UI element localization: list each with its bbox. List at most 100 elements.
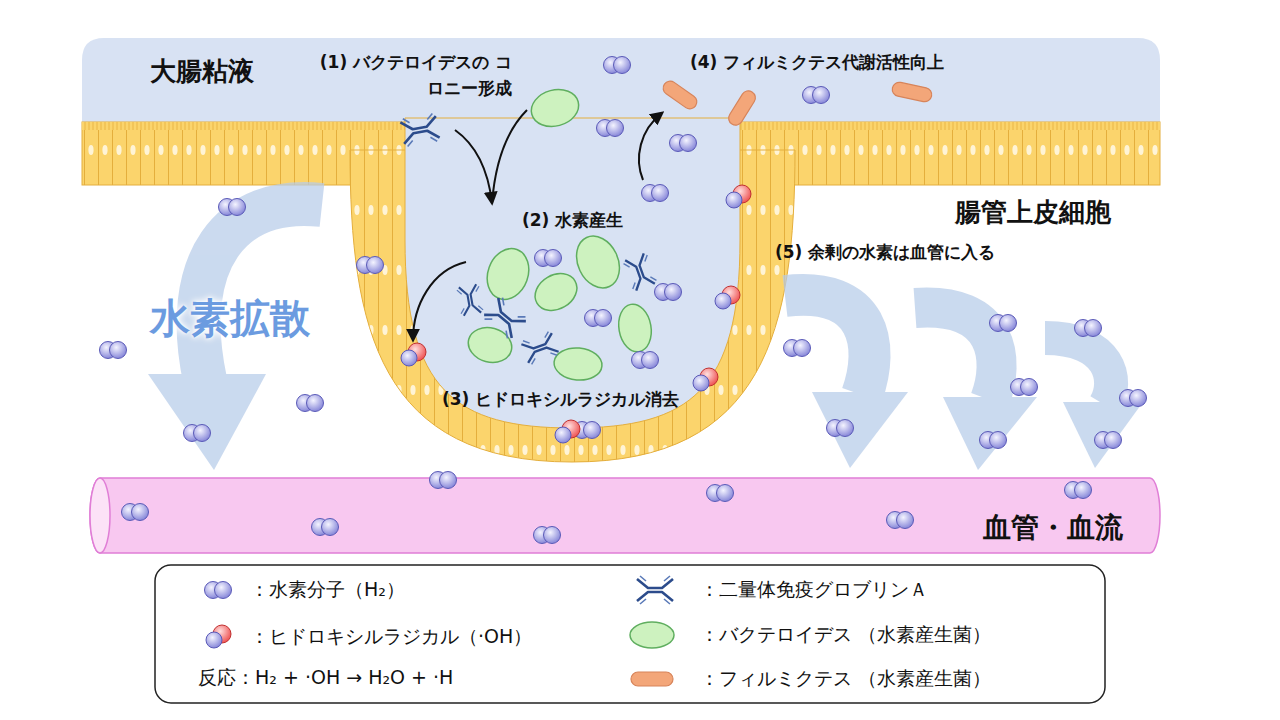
atom xyxy=(652,185,669,202)
hydroxyl-radical xyxy=(715,286,740,309)
atom xyxy=(813,87,830,104)
atom xyxy=(665,284,682,301)
callout-text: (3) ヒドロキシルラジカル消去 xyxy=(442,387,679,413)
hydrogen-molecule xyxy=(632,352,659,369)
atom xyxy=(1075,482,1092,499)
hydrogen-molecule xyxy=(597,120,624,137)
microbes-and-molecules xyxy=(100,57,1147,687)
atom xyxy=(555,427,571,443)
atom xyxy=(595,310,612,327)
hydrogen-molecule xyxy=(100,342,127,359)
iga-chain xyxy=(625,253,655,290)
hydroxyl-radical xyxy=(401,343,426,366)
hydrogen-molecule xyxy=(297,395,324,412)
hydrogen-molecule xyxy=(205,582,232,599)
callout-text: (4) フィルミクテス代謝活性向上 xyxy=(690,50,944,76)
hydrogen-molecule xyxy=(803,87,830,104)
atom xyxy=(544,527,561,544)
iga-chain xyxy=(624,255,657,289)
atom xyxy=(215,582,232,599)
atom xyxy=(680,135,697,152)
bacteroides xyxy=(615,302,655,355)
atom xyxy=(322,519,339,536)
bacteroides xyxy=(528,266,583,317)
hydrogen-molecule xyxy=(887,512,914,529)
hydroxyl-radical xyxy=(555,420,580,443)
diffusion-arrow xyxy=(785,295,870,395)
atom xyxy=(642,352,659,369)
atom xyxy=(440,472,457,489)
hydroxyl-radical xyxy=(206,625,231,648)
hydrogen-molecule xyxy=(784,340,811,357)
diffusion-arrow-head xyxy=(148,374,266,470)
bacteroides xyxy=(527,84,583,131)
hydrogen-molecule xyxy=(219,199,246,216)
diffusion-arrows xyxy=(148,204,1143,470)
process-arrows xyxy=(413,110,662,340)
diffusion-arrow xyxy=(915,308,997,400)
region-title: 大腸粘液 xyxy=(150,54,254,89)
diffusion-arrow-head xyxy=(812,392,908,468)
iga-chain xyxy=(637,579,673,601)
tissue-label: 腸管上皮細胞 xyxy=(955,193,1111,232)
diffusion-label: 水素拡散 xyxy=(150,288,310,348)
diffusion-arrow xyxy=(199,204,322,380)
process-arrow xyxy=(413,262,466,340)
hydroxyl-radical xyxy=(693,368,718,391)
hydrogen-molecule xyxy=(1095,432,1122,449)
hydrogen-molecule xyxy=(312,519,339,536)
atom xyxy=(1105,432,1122,449)
firmicutes xyxy=(660,78,699,111)
atom xyxy=(1000,315,1017,332)
firmicutes xyxy=(631,672,673,686)
vessel-opening xyxy=(90,478,110,553)
firmicutes xyxy=(891,81,933,103)
atom xyxy=(897,512,914,529)
iga-dimer xyxy=(456,284,483,316)
atom xyxy=(717,485,734,502)
atom xyxy=(1021,379,1038,396)
atom xyxy=(837,420,854,437)
atom xyxy=(1085,320,1102,337)
atom xyxy=(715,293,731,309)
atom xyxy=(194,425,211,442)
firmicutes xyxy=(726,88,758,128)
hydrogen-molecule xyxy=(585,310,612,327)
iga-dimer xyxy=(520,331,559,366)
hydrogen-molecule xyxy=(707,485,734,502)
diffusion-arrow-head xyxy=(943,397,1037,470)
hydrogen-molecule xyxy=(980,432,1007,449)
atom xyxy=(1130,390,1147,407)
atom xyxy=(206,632,222,648)
atom xyxy=(132,504,149,521)
hydrogen-molecule xyxy=(827,420,854,437)
iga-dimer xyxy=(400,113,440,147)
atom xyxy=(726,192,742,208)
legend-text: ：水素分子（H₂） xyxy=(250,576,405,603)
atom xyxy=(545,250,562,267)
legend-text: ：二量体免疫グロブリンＡ xyxy=(700,576,928,603)
hydrogen-molecule xyxy=(990,315,1017,332)
iga-chain xyxy=(523,332,557,365)
process-arrow xyxy=(492,110,527,203)
hydrogen-molecule xyxy=(642,185,669,202)
hydrogen-molecule xyxy=(670,135,697,152)
atom xyxy=(307,395,324,412)
iga-chain xyxy=(484,298,526,338)
atom xyxy=(401,350,417,366)
atom xyxy=(693,375,709,391)
hydrogen-molecule xyxy=(1120,390,1147,407)
blood-vessel xyxy=(90,478,1160,553)
atom xyxy=(614,57,631,74)
mucus-region: 大腸粘液 xyxy=(82,38,1160,122)
bacteroides xyxy=(630,622,674,648)
bacteroides xyxy=(464,323,515,367)
iga-chain xyxy=(485,298,526,339)
hydrogen-molecule xyxy=(184,425,211,442)
hydrogen-molecule xyxy=(430,472,457,489)
iga-dimer xyxy=(623,252,658,291)
atom xyxy=(110,342,127,359)
